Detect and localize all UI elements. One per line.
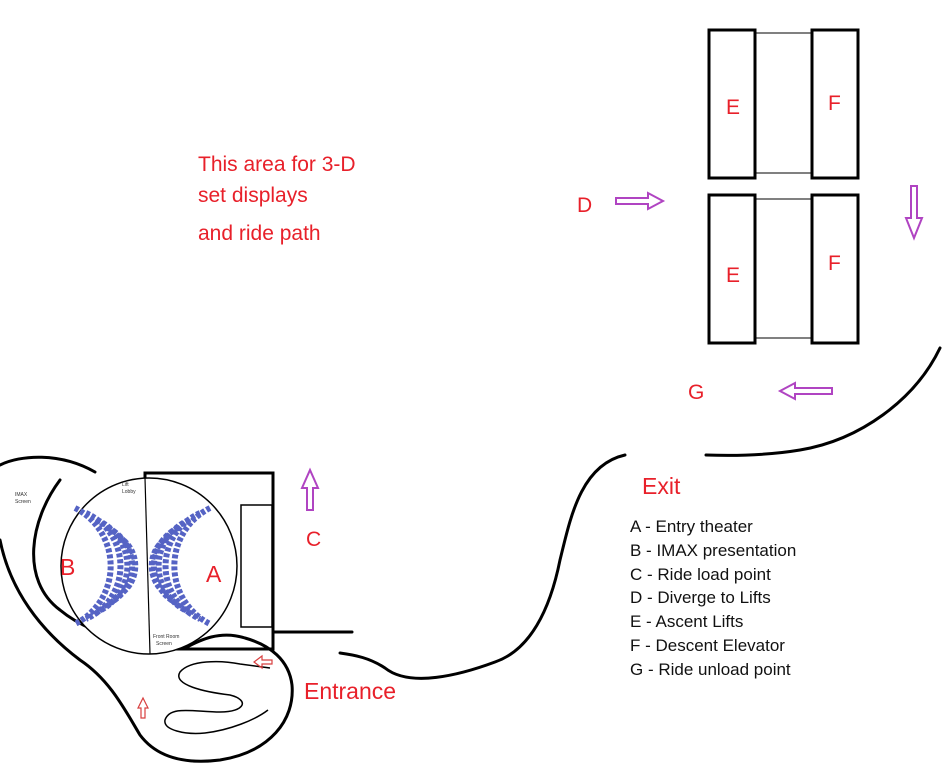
label-f-bottom: F	[828, 252, 841, 275]
seating-b	[73, 505, 139, 627]
area-note-line2: set displays	[198, 184, 308, 207]
front-room-text-1: Front Room	[153, 634, 179, 640]
imax-screen-text-1: IMAX	[15, 492, 28, 498]
arrow-left-icon	[777, 381, 833, 401]
label-b: B	[60, 554, 75, 580]
queue-path	[164, 660, 271, 735]
lift-tower-bottom	[707, 193, 860, 345]
theater-building	[60, 471, 275, 655]
legend-item: F - Descent Elevator	[630, 636, 785, 655]
label-g: G	[688, 381, 704, 404]
area-note-line1: This area for 3-D	[198, 153, 356, 176]
arrow-down-icon	[904, 185, 924, 241]
area-note-line3: and ride path	[198, 222, 321, 245]
theater-top-text-2: Lobby	[122, 489, 136, 495]
theater-top-text-1: Lift	[122, 482, 129, 488]
legend-item: E - Ascent Lifts	[630, 612, 743, 631]
label-entrance: Entrance	[304, 678, 396, 704]
label-d: D	[577, 194, 592, 217]
legend-item: C - Ride load point	[630, 565, 771, 584]
legend-item: G - Ride unload point	[630, 660, 791, 679]
label-c: C	[306, 528, 321, 551]
legend-item: A - Entry theater	[630, 517, 753, 536]
label-f-top: F	[828, 92, 841, 115]
arrow-right-icon	[615, 191, 666, 211]
lift-tower-top	[707, 28, 860, 180]
legend-item: B - IMAX presentation	[630, 541, 796, 560]
entrance-arrow-left-icon	[253, 654, 273, 670]
label-a: A	[206, 561, 222, 587]
label-exit: Exit	[642, 473, 681, 499]
front-room-text-2: Screen	[156, 641, 172, 647]
label-e-bottom: E	[726, 264, 740, 287]
entrance-arrow-up-icon	[137, 696, 149, 719]
legend-item: D - Diverge to Lifts	[630, 588, 771, 607]
seating-a	[148, 505, 212, 627]
imax-screen-text-2: Screen	[15, 499, 31, 505]
label-e-top: E	[726, 96, 740, 119]
arrow-up-icon	[300, 467, 320, 511]
legend: A - Entry theater B - IMAX presentation …	[630, 517, 796, 679]
ride-path-outline	[0, 346, 942, 763]
